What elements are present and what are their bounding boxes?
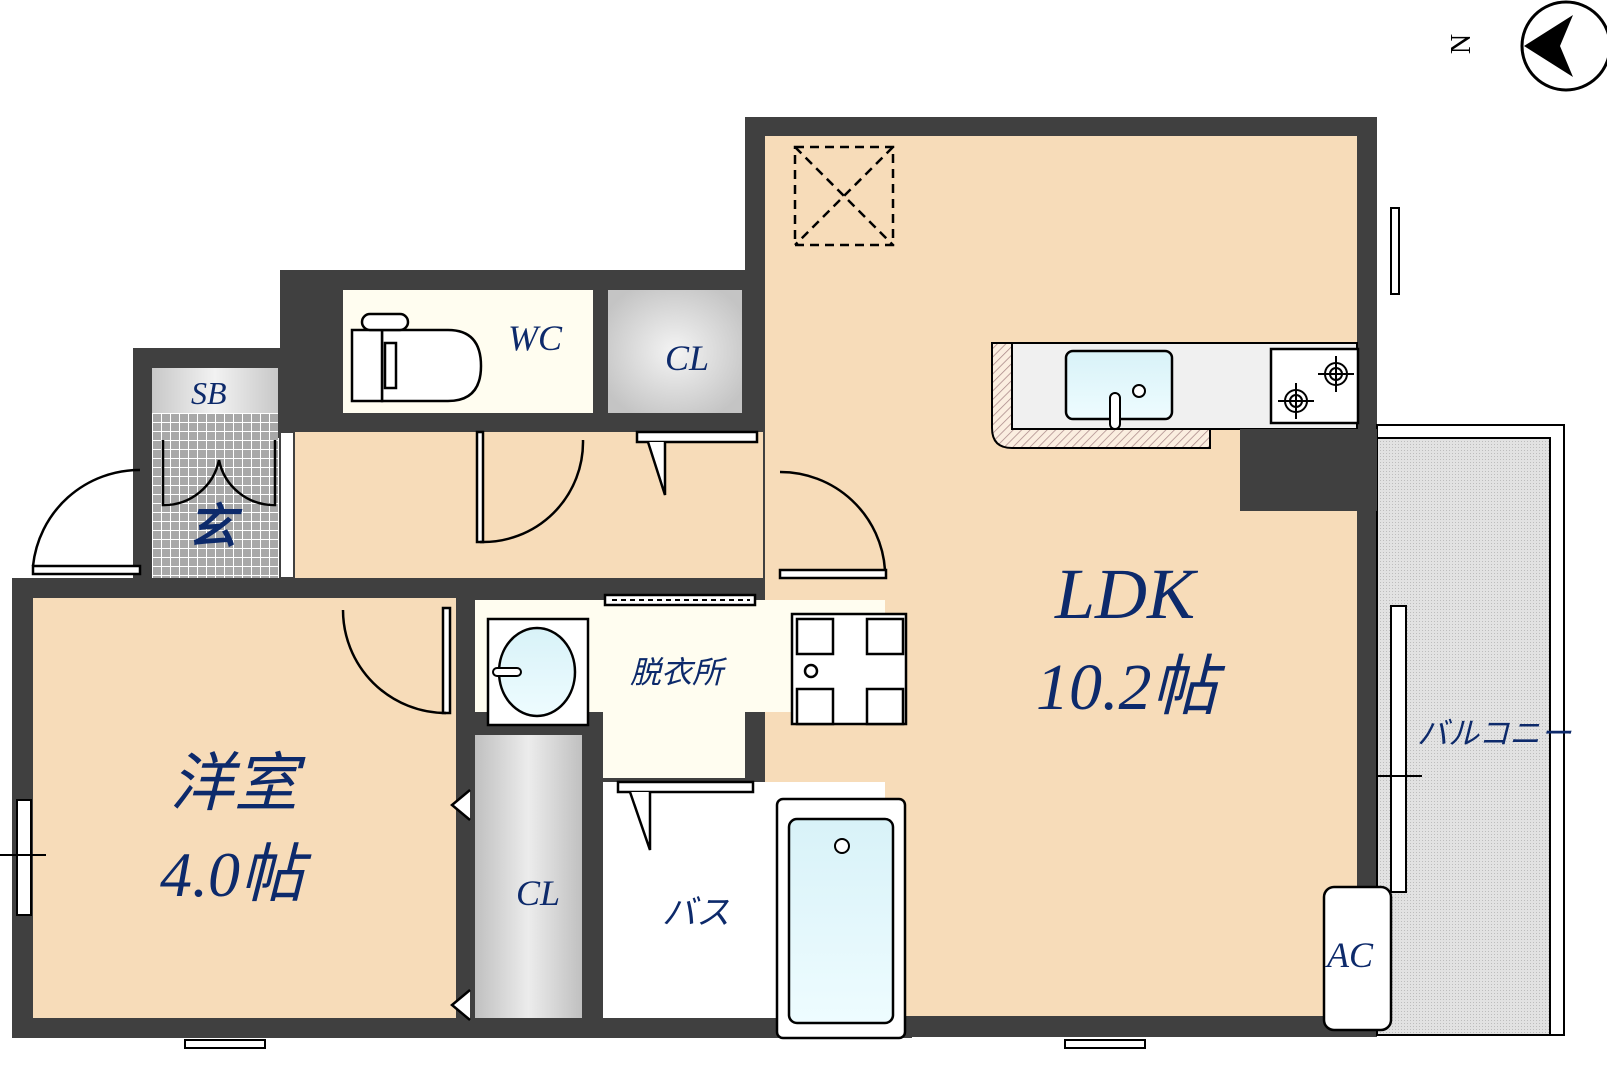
- hallway-floor: [293, 432, 763, 578]
- ldk-size-label: 10.2帖: [1036, 651, 1218, 724]
- western-room-floor: [33, 598, 456, 1018]
- western-room-size-label: 4.0帖: [160, 839, 304, 910]
- room-closet-floor: [475, 735, 582, 1018]
- stove: [1269, 347, 1360, 425]
- dressing-room-label: 脱衣所: [630, 655, 723, 691]
- bath-label: バス: [662, 893, 730, 933]
- entrance-floor: [152, 413, 278, 578]
- room-closet-label: CL: [516, 873, 561, 913]
- ldk-name-label: LDK: [1055, 554, 1196, 634]
- ac-label: AC: [1327, 935, 1374, 975]
- shoe-box-label: SB: [191, 375, 227, 411]
- wc-label: WC: [508, 318, 562, 358]
- shoe-box-floor: [152, 368, 278, 413]
- ac-unit: [1322, 885, 1393, 1032]
- hall-closet-label: CL: [665, 338, 710, 378]
- entrance-label: 玄: [188, 499, 237, 555]
- western-room-name-label: 洋室: [170, 747, 298, 821]
- balcony-label: バルコニー: [1417, 716, 1572, 752]
- compass-icon: [1520, 0, 1607, 92]
- ceiling-hatch: [793, 145, 895, 247]
- toilet-fixture: [350, 312, 483, 403]
- doors: [31, 430, 888, 1021]
- compass-north-label: N: [1446, 33, 1478, 55]
- hall-closet-floor: [608, 290, 742, 413]
